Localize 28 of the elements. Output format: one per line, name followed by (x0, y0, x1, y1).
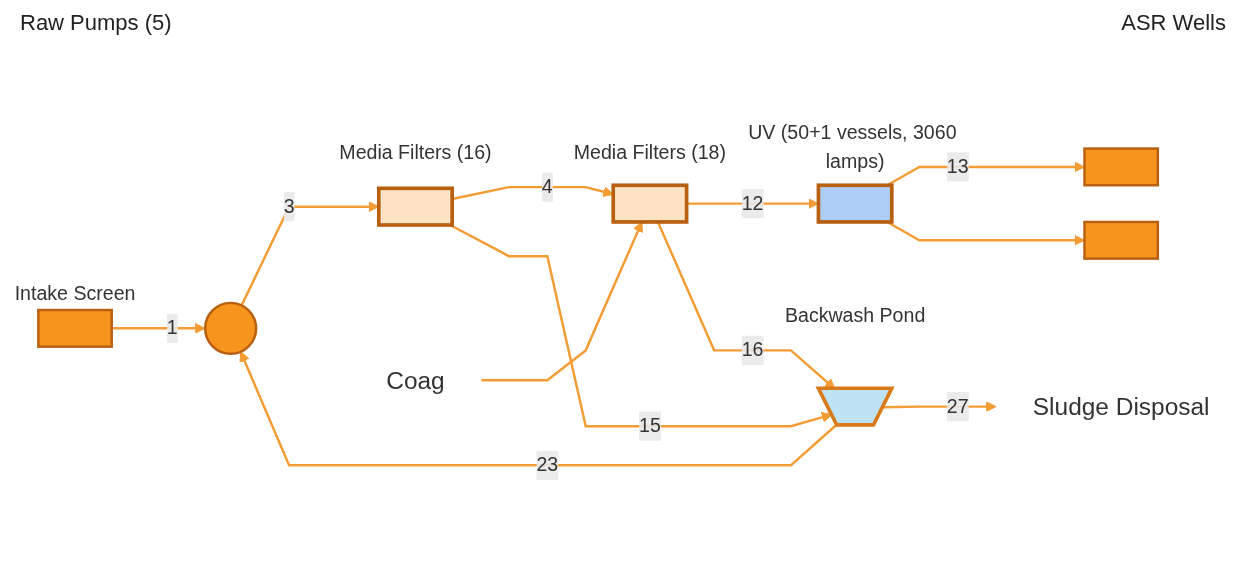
node-box (37, 308, 113, 348)
node-text: Coag (386, 366, 445, 394)
node-bar (1083, 220, 1160, 260)
node-box (815, 386, 895, 427)
equipment-caption: Raw Pumps (5) (20, 10, 172, 36)
node-bar (1083, 147, 1160, 187)
node-box (611, 183, 689, 224)
edge-label: 15 (639, 415, 661, 436)
edge-label: 23 (536, 454, 559, 476)
arrow (481, 221, 643, 382)
edge-label: 13 (946, 155, 969, 177)
edge-label: 12 (741, 192, 764, 214)
node-box (376, 186, 454, 227)
edge-label: 16 (741, 339, 764, 361)
arrow (239, 351, 838, 467)
arrow (111, 322, 206, 334)
node-label: Media Filters (18) (573, 141, 727, 163)
node-label: Media Filters (16) (339, 141, 492, 163)
node-label: Backwash Pond (784, 305, 926, 326)
equipment-caption: ASR Wells (1121, 10, 1226, 36)
edge-label: 27 (946, 395, 969, 417)
edge-label: 1 (166, 317, 178, 339)
node-circle (203, 301, 258, 356)
node-text: Sludge Disposal (1032, 393, 1210, 421)
node-box (816, 183, 894, 224)
edge-label: 3 (283, 195, 295, 217)
edge-label: 4 (541, 176, 553, 197)
node-label: Intake Screen (14, 283, 136, 304)
